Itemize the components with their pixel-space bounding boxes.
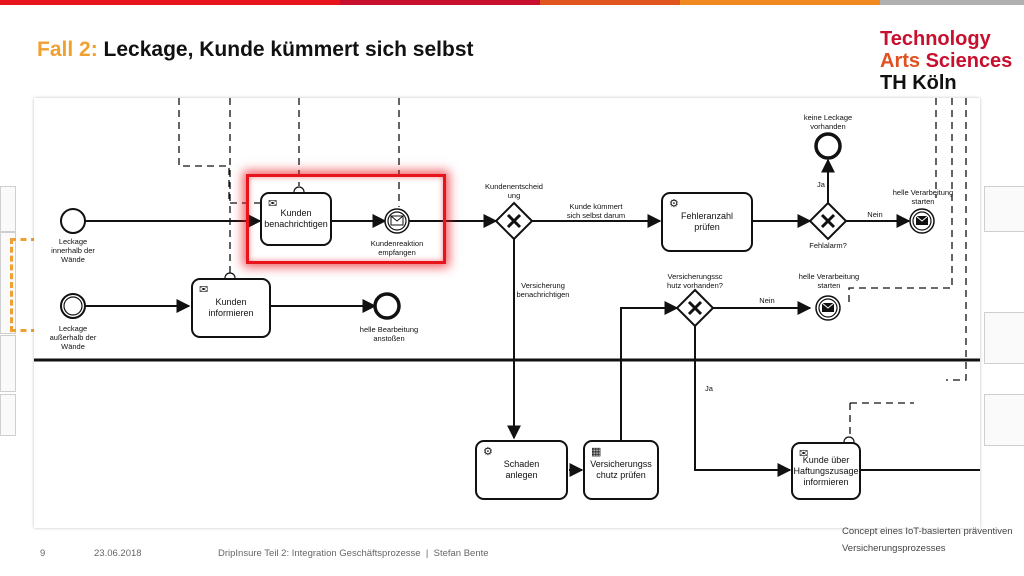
gear-icon: ⚙ bbox=[483, 446, 493, 458]
background-lane-left-1 bbox=[0, 186, 16, 232]
envelope-icon: ✉ bbox=[268, 198, 278, 210]
label-helle-bearbeitung: helle Bearbeitung anstoßen bbox=[359, 325, 419, 343]
task-schaden-anlegen[interactable]: ⚙ Schaden anlegen bbox=[475, 440, 568, 500]
background-lane-right-2 bbox=[984, 312, 1024, 364]
background-lane-left-3 bbox=[0, 335, 16, 392]
label-start-leckage-innerhalb: Leckage innerhalb der Wände bbox=[51, 237, 95, 264]
label-fehlalarm: Fehlalarm? bbox=[809, 241, 847, 250]
slide-title-text: Leckage, Kunde kümmert sich selbst bbox=[103, 38, 474, 61]
footer-page-number: 9 bbox=[40, 548, 46, 559]
background-lane-right-3 bbox=[984, 394, 1024, 446]
background-lane-right-1 bbox=[984, 186, 1024, 232]
task-versicherungsschutz-pruefen[interactable]: ▦ Versicherungss chutz prüfen bbox=[583, 440, 659, 500]
label-kunde-kuemmert-sich: Kunde kümmert sich selbst darum bbox=[566, 202, 626, 220]
label-gateway-kundenentscheidung: Kundenentscheid ung bbox=[485, 182, 543, 200]
background-orange-selection bbox=[10, 238, 37, 332]
footer-date: 23.06.2018 bbox=[94, 548, 142, 559]
label-ja-fehlalarm: Ja bbox=[817, 180, 825, 189]
top-color-bar bbox=[0, 0, 1024, 5]
slide-title: Fall 2: Leckage, Kunde kümmert sich selb… bbox=[37, 38, 474, 62]
task-kunden-informieren[interactable]: ✉ Kunden informieren bbox=[191, 278, 271, 338]
th-koeln-logo: Technology Arts Sciences TH Köln bbox=[880, 28, 1013, 94]
label-versicherung-benachrichtigen: Versicherung benachrichtigen bbox=[516, 281, 570, 299]
gear-icon: ⚙ bbox=[669, 198, 679, 210]
background-lane-left-4 bbox=[0, 394, 16, 436]
label-kundenreaktion: Kundenreaktion empfangen bbox=[370, 239, 424, 257]
footer-text: DripInsure Teil 2: Integration Geschäfts… bbox=[218, 548, 489, 559]
highlighted-selection bbox=[246, 174, 446, 264]
label-nein-versicherungsschutz: Nein bbox=[759, 296, 775, 305]
task-kunde-ueber-haftungszusage[interactable]: ✉ Kunde über Haftungszusage informieren bbox=[791, 442, 861, 500]
bpmn-diagram-canvas[interactable]: ✉ Kunden benachrichtigen ✉ Kunden inform… bbox=[34, 98, 980, 528]
label-nein-fehlalarm: Nein bbox=[867, 210, 883, 219]
table-icon: ▦ bbox=[591, 446, 602, 458]
label-helle-verarbeitung-1: helle Verarbeitung starten bbox=[892, 188, 954, 206]
label-helle-verarbeitung-2: helle Verarbeitung starten bbox=[798, 272, 860, 290]
label-ja-versicherungsschutz: Ja bbox=[705, 384, 713, 393]
label-start-leckage-ausserhalb: Leckage außerhalb der Wände bbox=[49, 324, 97, 351]
envelope-icon: ✉ bbox=[199, 284, 209, 296]
side-note: Concept eines IoT-basierten präventiven bbox=[842, 526, 1013, 537]
slide-title-highlight: Fall 2: bbox=[37, 38, 98, 61]
label-versicherungsschutz-vorhanden: Versicherungssc hutz vorhanden? bbox=[667, 272, 723, 290]
label-keine-leckage: keine Leckage vorhanden bbox=[803, 113, 853, 131]
task-kunden-benachrichtigen[interactable]: ✉ Kunden benachrichtigen bbox=[260, 192, 332, 246]
side-note-2: Versicherungsprozesses bbox=[842, 543, 946, 554]
diagram-connections bbox=[34, 98, 980, 477]
envelope-icon: ✉ bbox=[799, 448, 809, 460]
task-fehleranzahl-pruefen[interactable]: ⚙ Fehleranzahl prüfen bbox=[661, 192, 753, 252]
